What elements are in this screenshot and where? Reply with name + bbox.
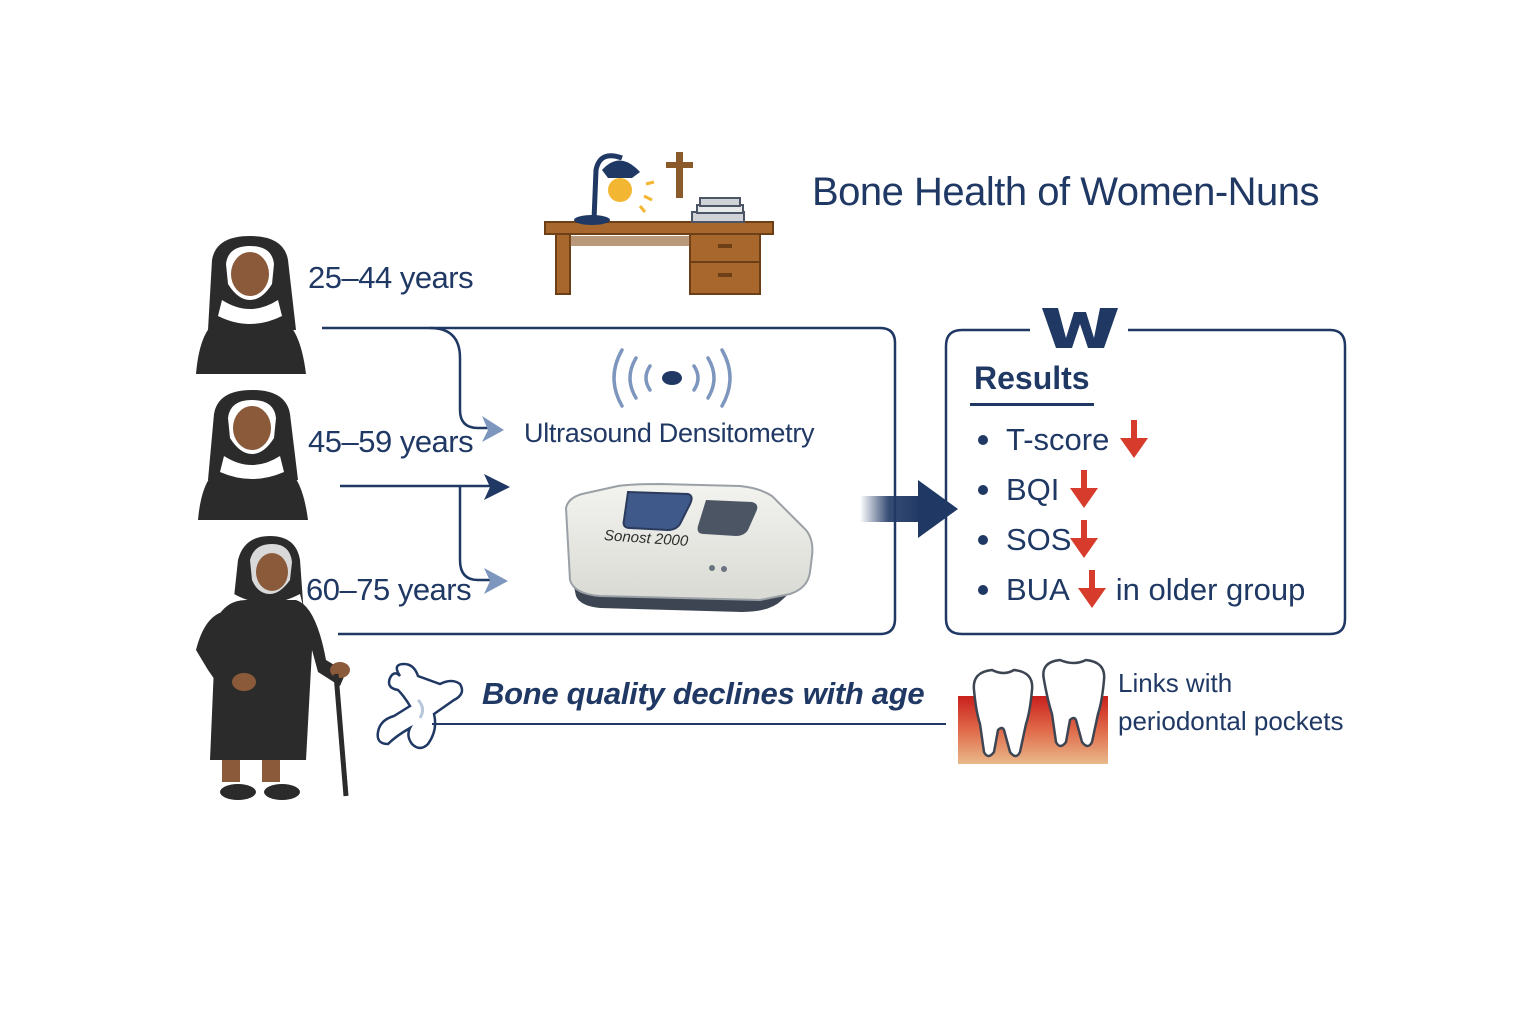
age-group-label-2: 45–59 years <box>308 424 474 459</box>
result-item-sos: SOS <box>978 522 1071 558</box>
results-title: Results <box>974 360 1090 396</box>
result-note: in older group <box>1115 572 1306 607</box>
age-group-label-1: 25–44 years <box>308 260 474 295</box>
densitometer-device-icon <box>564 482 814 612</box>
desk-lamp-icon <box>574 153 655 225</box>
arrow-bottom <box>484 568 508 594</box>
result-label: BUA <box>1006 572 1070 607</box>
tagline: Bone quality declines with age <box>482 676 925 711</box>
down-arrow-icon <box>1070 470 1098 508</box>
decline-arrows <box>1070 420 1148 608</box>
page-title: Bone Health of Women-Nuns <box>812 170 1320 214</box>
result-item-bua: BUA in older group <box>978 572 1305 608</box>
dental-note: Links with periodontal pockets <box>1118 664 1343 740</box>
bullet <box>978 485 988 495</box>
results-underline <box>970 403 1094 406</box>
books-icon <box>691 197 745 223</box>
dental-note-line-1: Links with <box>1118 668 1233 698</box>
method-label: Ultrasound Densitometry <box>524 418 815 448</box>
arrow-top <box>482 416 504 442</box>
bullet <box>978 535 988 545</box>
big-arrow-icon <box>860 480 958 538</box>
teeth-icon <box>958 658 1108 764</box>
nun-young-icon <box>196 236 306 374</box>
logo-w-icon <box>1042 308 1118 348</box>
nun-middle-icon <box>198 390 308 520</box>
down-arrow-icon <box>1078 570 1106 608</box>
cross-icon <box>666 152 693 198</box>
result-item-bqi: BQI <box>978 472 1059 508</box>
result-label: SOS <box>1006 522 1072 557</box>
wave-signal-icon <box>612 348 732 408</box>
dental-note-line-2: periodontal pockets <box>1118 706 1344 736</box>
desk-icon <box>544 221 774 295</box>
down-arrow-icon <box>1120 420 1148 458</box>
arrow-middle <box>484 474 510 500</box>
bone-icon <box>376 662 464 750</box>
result-label: T-score <box>1006 422 1110 457</box>
result-item-tscore: T-score <box>978 422 1109 458</box>
bullet <box>978 435 988 445</box>
bullet <box>978 585 988 595</box>
age-group-label-3: 60–75 years <box>306 572 472 607</box>
nun-elderly-icon <box>196 536 350 800</box>
results-box-frame <box>944 328 1347 636</box>
down-arrow-icon <box>1070 520 1098 558</box>
connector-lines <box>322 326 897 636</box>
result-label: BQI <box>1006 472 1060 507</box>
